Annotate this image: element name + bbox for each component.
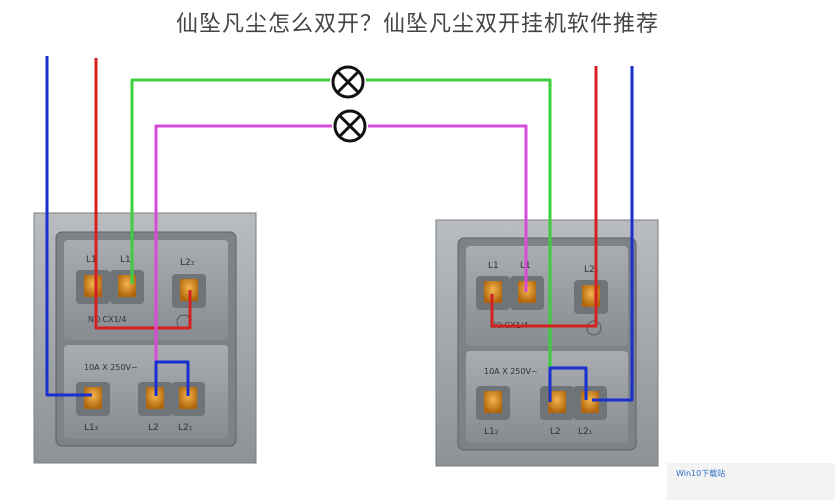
wire-green-top: [130, 78, 330, 284]
label-l12: L1₂: [84, 423, 99, 433]
label-l1: L1: [488, 261, 499, 271]
terminal-icon: [548, 391, 566, 413]
wire-green-right: [366, 78, 552, 402]
rating-label: 10A X 250V~: [484, 367, 538, 376]
label-l21: L2₁: [578, 427, 593, 437]
left-switch: L1 L1 L2₂ NO.CX1/4 10A X 250V~ L1₂ L2 L2…: [33, 212, 257, 464]
label-l2: L2: [148, 423, 159, 433]
terminal-icon: [484, 281, 502, 303]
lamp-icon: [331, 65, 365, 99]
page-title: 仙坠凡尘怎么双开？仙坠凡尘双开挂机软件推荐: [175, 12, 659, 37]
wires: [45, 56, 634, 402]
rating-label: 10A X 250V~: [84, 363, 138, 372]
terminal-icon: [84, 275, 102, 297]
terminal-icon: [179, 387, 197, 409]
wire-bridge-left: [154, 360, 190, 396]
watermark: Win10下载站: [676, 469, 726, 478]
watermark-box: [667, 463, 835, 500]
model-number: NO.CX1/4: [88, 315, 126, 324]
label-l22: L2₂: [180, 258, 195, 268]
ground-icon: [586, 320, 602, 336]
lamp-icon: [333, 109, 367, 143]
wire-bridge-right: [548, 366, 588, 402]
label-l2: L2: [550, 427, 561, 437]
wire-blue-left: [45, 56, 92, 397]
label-l1: L1: [120, 255, 131, 265]
wire-magenta-right: [368, 124, 528, 292]
terminal-icon: [84, 387, 102, 409]
terminal-icon: [484, 391, 502, 413]
wire-magenta-left: [154, 124, 332, 396]
wire-red-right: [490, 66, 598, 328]
terminal-icon: [581, 391, 599, 413]
label-l1: L1: [86, 255, 97, 265]
terminal-icon: [146, 387, 164, 409]
right-switch: L1 L1 L2₂ NO.CX1/4 10A X 250V~ L1₂ L2 L2…: [435, 219, 659, 467]
wire-blue-right: [592, 66, 634, 402]
label-l12: L1₂: [484, 427, 499, 437]
label-l21: L2₁: [178, 423, 193, 433]
label-l22: L2₂: [584, 265, 599, 275]
wire-red-left: [94, 58, 192, 330]
